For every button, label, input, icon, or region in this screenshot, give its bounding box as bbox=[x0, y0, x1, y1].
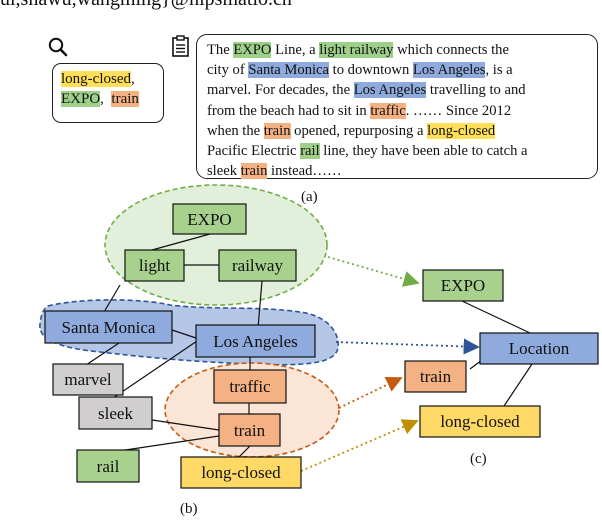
highlighted-entity: traffic bbox=[370, 102, 406, 119]
node-traffic: traffic bbox=[213, 369, 287, 404]
keyword-separator: , bbox=[130, 71, 135, 87]
node-label: Location bbox=[509, 339, 570, 358]
node-label: long-closed bbox=[201, 463, 281, 482]
node-c-long-closed: long-closed bbox=[419, 405, 541, 438]
highlighted-entity: rail bbox=[300, 143, 320, 160]
passage-segment: travelling to and bbox=[426, 82, 526, 99]
passage-segment: city of bbox=[207, 62, 249, 79]
node-los-angeles: Los Angeles bbox=[195, 324, 316, 358]
arrow-blue bbox=[335, 338, 480, 355]
keyword: long-closed bbox=[61, 71, 131, 87]
passage-segment: marvel. For decades, the bbox=[207, 82, 354, 99]
passage-segment: sleek bbox=[207, 163, 241, 180]
arrow-green bbox=[327, 256, 420, 287]
passage-segment: . …… Since 2012 bbox=[405, 102, 512, 119]
keyword: train bbox=[111, 91, 139, 107]
highlighted-entity: train bbox=[240, 163, 268, 180]
passage-segment: Line, a bbox=[271, 42, 320, 58]
highlighted-entity: long-closed bbox=[427, 122, 496, 139]
node-rail: rail bbox=[76, 449, 140, 483]
node-train: train bbox=[218, 413, 281, 447]
passage-line: when the train opened, repurposing a lon… bbox=[207, 121, 591, 141]
node-long-closed: long-closed bbox=[180, 456, 302, 489]
passage-segment: which connects the bbox=[393, 42, 509, 58]
highlighted-entity: Los Angeles bbox=[353, 82, 427, 99]
node-label: railway bbox=[232, 256, 283, 275]
passage-line: sleek train instead…… bbox=[207, 161, 591, 181]
node-c-location: Location bbox=[479, 332, 599, 365]
passage-segment: instead…… bbox=[267, 163, 342, 180]
node-label: train bbox=[420, 367, 452, 386]
passage-segment: when the bbox=[207, 122, 264, 139]
passage-line: city of Santa Monica to downtown Los Ang… bbox=[207, 60, 591, 80]
passage-segment: to downtown bbox=[329, 62, 413, 79]
document-passage-box: The EXPO Line, a light railway which con… bbox=[196, 34, 598, 181]
passage-segment: opened, repurposing a bbox=[290, 122, 428, 139]
passage-segment: , is a bbox=[485, 62, 513, 79]
keyword-query-box: long-closed, EXPO, train bbox=[52, 63, 164, 123]
node-label: light bbox=[139, 256, 170, 275]
node-label: long-closed bbox=[440, 412, 520, 431]
header-author-emails: ul,shawu,wangming}@hipsmatio.cn bbox=[0, 0, 602, 11]
node-label: rail bbox=[97, 457, 120, 476]
passage-segment: The bbox=[207, 42, 234, 58]
node-label: sleek bbox=[98, 404, 133, 423]
passage-line: The EXPO Line, a light railway which con… bbox=[207, 40, 591, 60]
caption-b: (b) bbox=[180, 501, 198, 517]
node-label: traffic bbox=[229, 377, 271, 396]
node-expo: EXPO bbox=[172, 203, 247, 235]
node-label: EXPO bbox=[187, 210, 231, 229]
keyword: EXPO bbox=[61, 91, 101, 107]
highlighted-entity: Santa Monica bbox=[248, 62, 329, 79]
arrow-orange bbox=[338, 376, 403, 409]
node-sleek: sleek bbox=[78, 396, 153, 430]
node-label: Los Angeles bbox=[213, 332, 298, 351]
node-light: light bbox=[124, 249, 185, 282]
node-railway: railway bbox=[218, 249, 297, 282]
highlighted-entity: light railway bbox=[319, 42, 394, 58]
caption-a: (a) bbox=[301, 189, 318, 205]
node-c-expo: EXPO bbox=[422, 269, 504, 302]
keyword-separator: , bbox=[100, 91, 104, 107]
node-label: train bbox=[234, 421, 266, 440]
node-label: marvel bbox=[64, 370, 111, 389]
highlighted-entity: EXPO bbox=[233, 42, 272, 58]
passage-segment: Pacific Electric bbox=[207, 143, 301, 160]
node-marvel: marvel bbox=[52, 363, 124, 396]
magnifier-icon bbox=[48, 37, 68, 57]
passage-text: The EXPO Line, a light railway which con… bbox=[207, 40, 591, 181]
clipboard-icon bbox=[172, 35, 189, 57]
highlighted-entity: Los Angeles bbox=[412, 62, 486, 79]
node-label: EXPO bbox=[441, 276, 485, 295]
passage-line: from the beach had to sit in traffic. ……… bbox=[207, 101, 591, 121]
passage-segment: from the beach had to sit in bbox=[207, 102, 371, 119]
highlighted-entity: train bbox=[263, 122, 291, 139]
arrow-yellow bbox=[300, 419, 419, 472]
cluster-green bbox=[104, 184, 328, 306]
graph-b-edges bbox=[85, 233, 263, 458]
node-c-train: train bbox=[404, 360, 467, 393]
passage-line: Pacific Electric rail line, they have be… bbox=[207, 141, 591, 161]
node-label: Santa Monica bbox=[62, 318, 156, 337]
passage-segment: line, they have been able to catch a bbox=[319, 143, 528, 160]
passage-line: marvel. For decades, the Los Angeles tra… bbox=[207, 80, 591, 100]
node-santa-monica: Santa Monica bbox=[44, 310, 173, 344]
caption-c: (c) bbox=[470, 451, 487, 467]
